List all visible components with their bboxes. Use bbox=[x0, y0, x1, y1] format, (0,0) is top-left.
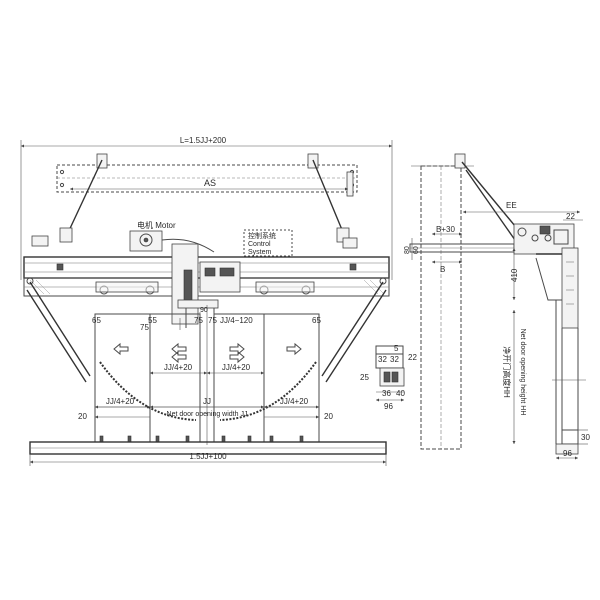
sill: 1.5JJ+100 bbox=[29, 441, 387, 466]
upper-dimensions: 65 55 75 90 75 75 JJ/4−120 65 bbox=[92, 307, 321, 332]
control-label-en1: Control bbox=[248, 241, 271, 248]
lower-dimensions: JJ/4+20 JJ JJ/4+20 20 20 Net door openin… bbox=[78, 397, 333, 421]
arrow-right-icon bbox=[229, 342, 245, 356]
dim-90: 90 bbox=[200, 307, 208, 314]
b-plus-30: B+30 bbox=[436, 225, 455, 234]
dim-jj4-20-center-right: JJ/4+20 bbox=[222, 363, 251, 372]
sill-width-label: 1.5JJ+100 bbox=[189, 452, 227, 461]
dim-25: 25 bbox=[360, 373, 369, 382]
overall-width-dimension: L=1.5JJ+200 bbox=[20, 136, 393, 280]
dim-96: 96 bbox=[384, 402, 393, 411]
dim-36: 36 bbox=[382, 389, 391, 398]
control-label-en2: System bbox=[248, 249, 272, 256]
dim-22-side: 22 bbox=[566, 212, 575, 221]
dim-jj4-20-left: JJ/4+20 bbox=[106, 397, 135, 406]
dim-65-right: 65 bbox=[312, 316, 321, 325]
hanger-struts bbox=[31, 159, 358, 249]
dim-75-c: 75 bbox=[208, 316, 217, 325]
dim-32-b: 32 bbox=[390, 355, 399, 364]
dim-22: 22 bbox=[408, 353, 417, 362]
dim-80: 80 bbox=[404, 246, 411, 254]
net-height-en: Net door opening height HH bbox=[519, 329, 526, 416]
arrow-left-icon bbox=[171, 342, 187, 356]
dim-jj4-20-center-left: JJ/4+20 bbox=[164, 363, 193, 372]
dim-40: 40 bbox=[396, 389, 405, 398]
dim-75-b: 75 bbox=[194, 316, 203, 325]
dim-30: 30 bbox=[581, 433, 590, 442]
central-mechanism bbox=[171, 243, 241, 328]
door-belts bbox=[99, 361, 317, 421]
motor-label: 电机 Motor bbox=[137, 220, 176, 230]
dim-jj: JJ bbox=[203, 397, 211, 406]
motor: 电机 Motor bbox=[129, 220, 215, 253]
arrow-right-icon bbox=[229, 350, 245, 364]
dim-32-a: 32 bbox=[378, 355, 387, 364]
dim-20-left: 20 bbox=[78, 412, 87, 421]
arrow-left-icon bbox=[113, 342, 129, 356]
dim-55: 55 bbox=[148, 316, 157, 325]
as-dimension: AS bbox=[70, 178, 348, 191]
dim-60: 60 bbox=[413, 246, 420, 254]
as-label: AS bbox=[204, 178, 216, 188]
front-view: L=1.5JJ+200 AS bbox=[20, 136, 393, 466]
dim-96-side: 96 bbox=[563, 449, 572, 458]
dim-65-left: 65 bbox=[92, 316, 101, 325]
section-detail: 5 32 32 22 25 36 40 96 bbox=[360, 344, 417, 411]
net-width-label: Net door opening width JJ bbox=[167, 411, 248, 418]
side-view: EE B+30 80 60 B 22 410 bbox=[404, 153, 590, 460]
control-label-cn: 控制系统 bbox=[248, 231, 276, 240]
dim-20-right: 20 bbox=[324, 412, 333, 421]
door-panels bbox=[94, 305, 320, 445]
dim-410: 410 bbox=[510, 268, 519, 282]
dim-jj4-20-right: JJ/4+20 bbox=[280, 397, 309, 406]
dim-75-a: 75 bbox=[140, 323, 149, 332]
door-arms bbox=[26, 281, 387, 383]
arrow-right-icon bbox=[286, 342, 302, 356]
b-label: B bbox=[440, 265, 445, 274]
arrow-left-icon bbox=[171, 350, 187, 364]
center-dimensions: JJ/4+20 JJ/4+20 bbox=[150, 363, 264, 375]
direction-arrows bbox=[113, 342, 302, 364]
overall-width-label: L=1.5JJ+200 bbox=[180, 136, 227, 145]
control-system: 控制系统 Control System bbox=[243, 229, 293, 257]
ee-label: EE bbox=[506, 201, 517, 210]
net-height-cn: 净开门高度HH bbox=[502, 346, 512, 398]
dim-jj4-120: JJ/4−120 bbox=[220, 316, 253, 325]
dim-5: 5 bbox=[394, 344, 399, 353]
